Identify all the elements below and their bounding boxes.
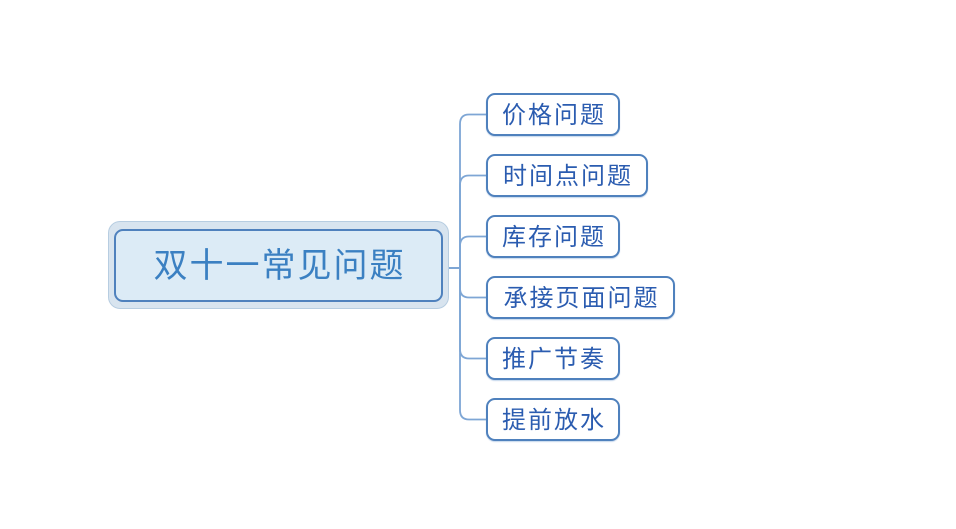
subtopic-node-inventory-issues[interactable]: 库存问题 <box>486 215 620 258</box>
root-node-label: 双十一常见问题 <box>153 245 406 286</box>
subtopic-label: 价格问题 <box>502 100 606 129</box>
subtopic-label: 时间点问题 <box>503 161 633 190</box>
subtopic-node-promotion-rhythm[interactable]: 推广节奏 <box>486 337 620 380</box>
subtopic-node-timing-issues[interactable]: 时间点问题 <box>486 154 648 197</box>
branch-line-5 <box>448 267 487 360</box>
subtopic-node-price-issues[interactable]: 价格问题 <box>486 93 620 136</box>
subtopic-node-landing-page-issues[interactable]: 承接页面问题 <box>486 276 675 319</box>
root-node[interactable]: 双十一常见问题 <box>114 229 443 302</box>
subtopic-label: 承接页面问题 <box>503 283 660 312</box>
root-node-selection-halo: 双十一常见问题 <box>108 221 449 309</box>
branch-line-6 <box>448 267 487 421</box>
subtopic-label: 推广节奏 <box>502 344 606 373</box>
branch-line-4 <box>448 267 487 299</box>
subtopic-node-early-release[interactable]: 提前放水 <box>486 398 620 441</box>
branch-line-2 <box>448 174 487 269</box>
subtopic-label: 库存问题 <box>502 222 606 251</box>
branch-line-3 <box>448 235 487 269</box>
branch-line-1 <box>448 113 487 269</box>
subtopic-label: 提前放水 <box>502 405 606 434</box>
